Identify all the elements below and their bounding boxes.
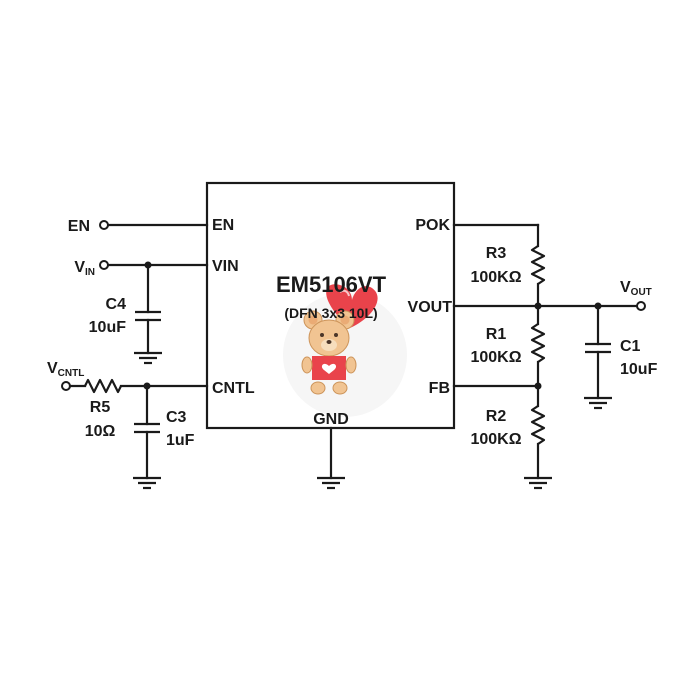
terminal-en xyxy=(99,220,109,230)
resistor-r3 xyxy=(530,245,546,285)
c1-name: C1 xyxy=(620,338,641,355)
port-label-vin: VIN xyxy=(74,259,95,278)
c3-value: 1uF xyxy=(166,432,195,449)
resistor-r2 xyxy=(530,405,546,445)
ground-symbol-ic xyxy=(317,476,345,490)
r5-value: 10Ω xyxy=(85,423,116,440)
chip-package: (DFN 3x3 10L) xyxy=(284,305,377,321)
pin-label-vout: VOUT xyxy=(408,299,453,316)
r5-name: R5 xyxy=(90,399,111,416)
r1-name: R1 xyxy=(486,326,507,343)
ground-symbol-r2 xyxy=(524,476,552,490)
pin-label-vin: VIN xyxy=(212,258,239,275)
resistor-r5 xyxy=(84,378,122,394)
chip-name: EM5106VT xyxy=(276,272,387,297)
port-label-vout: VOUT xyxy=(620,279,652,298)
r3-name: R3 xyxy=(486,245,507,262)
terminal-vin xyxy=(99,260,109,270)
pin-label-en: EN xyxy=(212,217,234,234)
r3-value: 100KΩ xyxy=(470,269,521,286)
r2-value: 100KΩ xyxy=(470,431,521,448)
r2-name: R2 xyxy=(486,408,507,425)
ground-symbol-c3 xyxy=(133,476,161,490)
r1-value: 100KΩ xyxy=(470,349,521,366)
pin-label-cntl: CNTL xyxy=(212,380,255,397)
c4-name: C4 xyxy=(106,296,127,313)
c4-value: 10uF xyxy=(89,319,127,336)
ground-symbol-c1 xyxy=(584,396,612,410)
c1-value: 10uF xyxy=(620,361,658,378)
port-label-vcntl: VCNTL xyxy=(47,360,84,379)
resistor-r1 xyxy=(530,323,546,363)
terminal-vout xyxy=(636,301,646,311)
teddy-bear-watermark-icon xyxy=(283,284,407,417)
c3-name: C3 xyxy=(166,409,187,426)
terminal-vcntl xyxy=(61,381,71,391)
pin-label-fb: FB xyxy=(429,380,450,397)
ground-symbol-c4 xyxy=(134,351,162,365)
port-label-en: EN xyxy=(68,218,90,235)
pin-label-pok: POK xyxy=(415,217,450,234)
pin-label-gnd: GND xyxy=(313,411,349,428)
